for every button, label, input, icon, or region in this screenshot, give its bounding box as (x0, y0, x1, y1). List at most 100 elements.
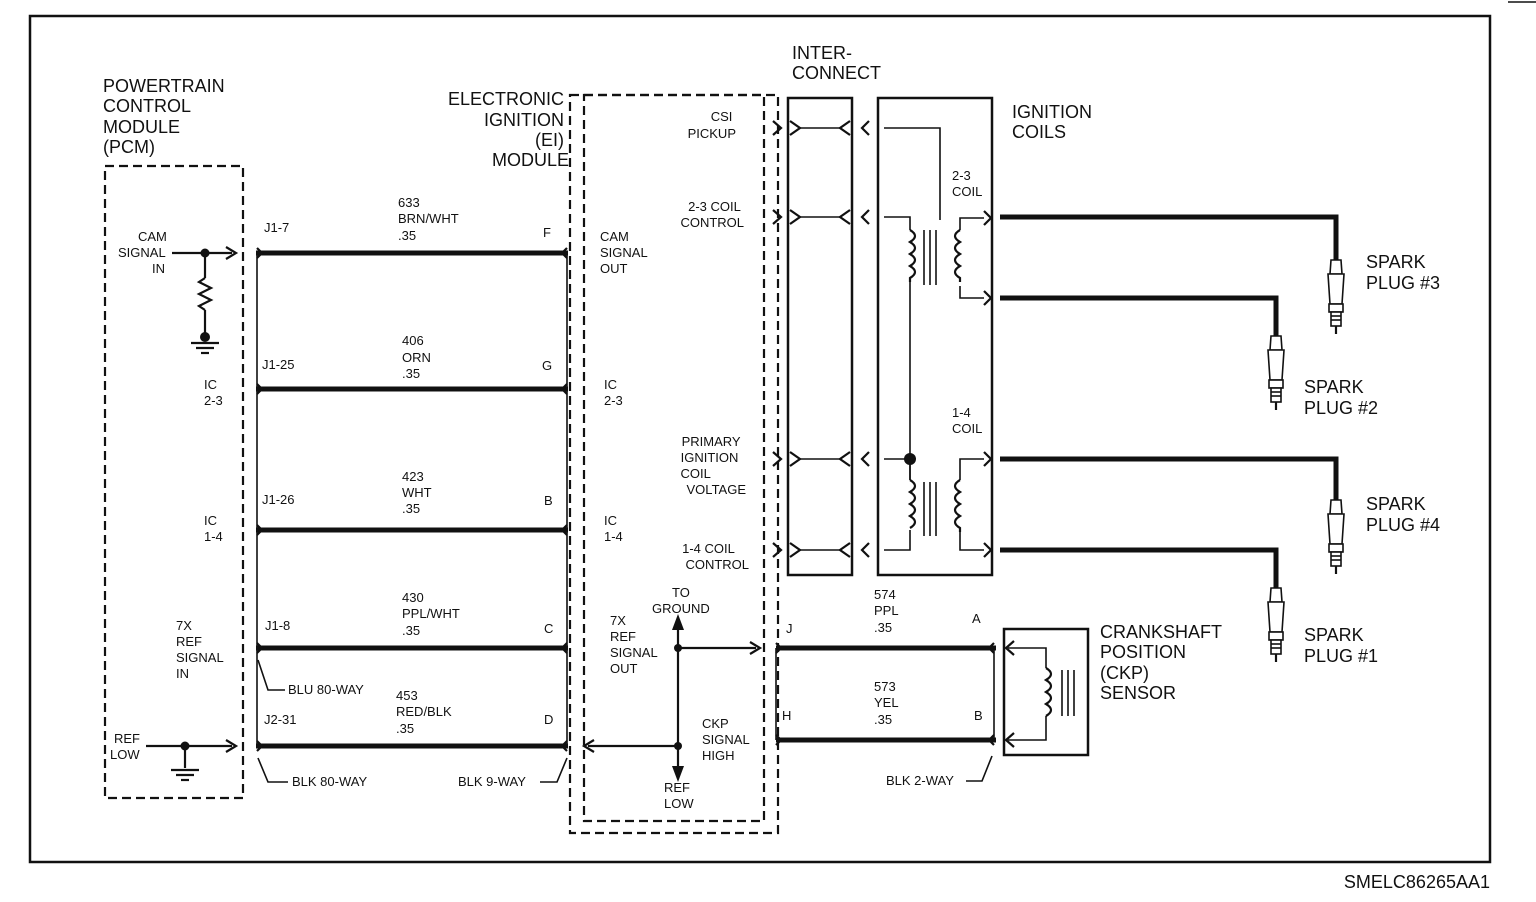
wire-color: RED/BLK (396, 704, 452, 719)
circuit-number: 633 (398, 195, 420, 210)
pcm-pin-label: J1-7 (264, 220, 289, 235)
ei-cam-signal-out-label: CAM SIGNAL OUT (600, 229, 651, 276)
wire-573: H 573 YEL .35 B (776, 679, 996, 743)
ckp-sensor-outline (1002, 627, 1090, 757)
ei-ref-signal-out-label: 7X REF SIGNAL OUT (610, 613, 661, 676)
pcm-pin-label: J2-31 (264, 712, 297, 727)
pcm-ei-harness: J1-7 633 BRN/WHT .35 F J1-25 406 ORN .35… (256, 195, 568, 789)
wire-453: J2-31 453 RED/BLK .35 D (256, 688, 568, 749)
pcm-ic14-label: IC 1-4 (204, 513, 223, 544)
wire-color: YEL (874, 695, 899, 710)
blu-80-way-connector-label: BLU 80-WAY (288, 682, 364, 697)
wire-gauge: .35 (874, 620, 892, 635)
coil-internal-wiring (884, 127, 941, 551)
wire-423: J1-26 423 WHT .35 B (256, 469, 568, 533)
ckp-sensor-title: CRANKSHAFT POSITION (CKP) SENSOR (1100, 622, 1227, 703)
wire-color: ORN (402, 350, 431, 365)
ckp-sensor-block: CRANKSHAFT POSITION (CKP) SENSOR (1002, 622, 1227, 757)
spark-plug-3-label: SPARK PLUG #3 (1366, 252, 1440, 293)
pcm-ref-low-circuit (146, 739, 239, 782)
wire-color: BRN/WHT (398, 211, 459, 226)
interconnect-title: INTER- CONNECT (792, 43, 881, 83)
interconnect-block: INTER- CONNECT (786, 43, 881, 577)
ei-coil14-control-label: 1-4 COIL CONTROL (682, 541, 749, 572)
spark-plug-icon (1267, 335, 1285, 410)
wire-gauge: .35 (874, 712, 892, 727)
wire-gauge: .35 (398, 228, 416, 243)
ei-primary-voltage-label: PRIMARY IGNITION COIL VOLTAGE (681, 434, 747, 497)
pcm-title: POWERTRAIN CONTROL MODULE (PCM) (103, 76, 230, 157)
blk-2-way-connector-label: BLK 2-WAY (886, 773, 954, 788)
wire-color: PPL (874, 603, 899, 618)
ei-pin-label: D (544, 712, 553, 727)
ei-ic23-label: IC 2-3 (604, 377, 623, 408)
ei-ref-low-label: REF LOW (664, 780, 694, 811)
wire-430: J1-8 430 PPL/WHT .35 C (256, 590, 568, 651)
ei-to-ground-label: TO GROUND (652, 585, 710, 616)
pcm-block: POWERTRAIN CONTROL MODULE (PCM) CAM SIGN… (103, 76, 245, 800)
ei-output-arrows (772, 120, 783, 558)
pcm-pin-label: J1-26 (262, 492, 295, 507)
sensor-pin-label: B (974, 708, 983, 723)
ei-pin-label: F (543, 225, 551, 240)
ckp-coil-icon (1043, 667, 1053, 717)
spark-plug-4-label: SPARK PLUG #4 (1366, 494, 1440, 535)
ei-pin-label: C (544, 621, 553, 636)
spark-plug-2-label: SPARK PLUG #2 (1304, 377, 1378, 418)
ei-csi-pickup-label: CSI PICKUP (688, 109, 736, 141)
ei-pin-label: G (542, 358, 552, 373)
interconnect-pins (789, 120, 851, 558)
pcm-outline (103, 164, 245, 800)
ei-ckp-signal-high-label: CKP SIGNAL HIGH (702, 716, 753, 763)
circuit-number: 423 (402, 469, 424, 484)
coil-23-label: 2-3 COIL (952, 168, 982, 199)
resistor-icon (196, 277, 214, 311)
ground-icon (171, 768, 199, 782)
coil-14-label: 1-4 COIL (952, 405, 982, 436)
ei-module-housing (568, 93, 780, 835)
interconnect-output-arrows (860, 120, 870, 558)
ei-module-block: ELECTRONIC IGNITION (EI) MODULE CAM SIGN… (448, 89, 783, 835)
pcm-cam-input-circuit (172, 246, 239, 355)
coil-23-icon (907, 210, 993, 306)
ei-coil23-control-label: 2-3 COIL CONTROL (680, 199, 744, 230)
circuit-number: 406 (402, 333, 424, 348)
coil-14-icon (907, 451, 993, 558)
interconnect-outline (786, 96, 854, 577)
blk-80-way-connector-label: BLK 80-WAY (292, 774, 367, 789)
ei-internal-ckp-routing (581, 614, 763, 782)
ei-ic14-label: IC 1-4 (604, 513, 623, 544)
pcm-pin-label: J1-8 (265, 618, 290, 633)
pcm-ref-signal-in-label: 7X REF SIGNAL IN (176, 618, 227, 681)
spark-plug-icon (1327, 499, 1345, 574)
wire-color: PPL/WHT (402, 606, 460, 621)
circuit-number: 430 (402, 590, 424, 605)
ignition-coils-outline (876, 96, 994, 577)
ei-pin-label: B (544, 493, 553, 508)
spark-plug-icon (1327, 259, 1345, 334)
circuit-number: 574 (874, 587, 896, 602)
pcm-ic23-label: IC 2-3 (204, 377, 223, 408)
wire-574: J 574 PPL .35 A (776, 587, 996, 651)
pcm-pin-label: J1-25 (262, 357, 295, 372)
pcm-ref-low-label: REF LOW (110, 731, 144, 762)
ignition-coils-block: IGNITION COILS 2-3 COIL 1-4 COIL (876, 96, 1097, 577)
wire-gauge: .35 (402, 366, 420, 381)
ei-pin-label: J (786, 621, 793, 636)
connector-markers (256, 247, 568, 752)
diagram-border (28, 14, 1492, 864)
circuit-number: 453 (396, 688, 418, 703)
sensor-pin-label: A (972, 611, 981, 626)
ei-pin-label: H (782, 708, 791, 723)
ignition-coils-title: IGNITION COILS (1012, 102, 1097, 142)
pcm-cam-signal-in-label: CAM SIGNAL IN (118, 229, 171, 276)
ei-module-title: ELECTRONIC IGNITION (EI) MODULE (448, 89, 569, 170)
wire-633: J1-7 633 BRN/WHT .35 F (256, 195, 568, 256)
spark-plug-1-label: SPARK PLUG #1 (1304, 625, 1378, 666)
wire-gauge: .35 (402, 623, 420, 638)
figure-id: SMELC86265AA1 (1344, 872, 1490, 892)
wire-406: J1-25 406 ORN .35 G (256, 333, 568, 392)
spark-plug-wires (1000, 214, 1339, 588)
wire-color: WHT (402, 485, 432, 500)
